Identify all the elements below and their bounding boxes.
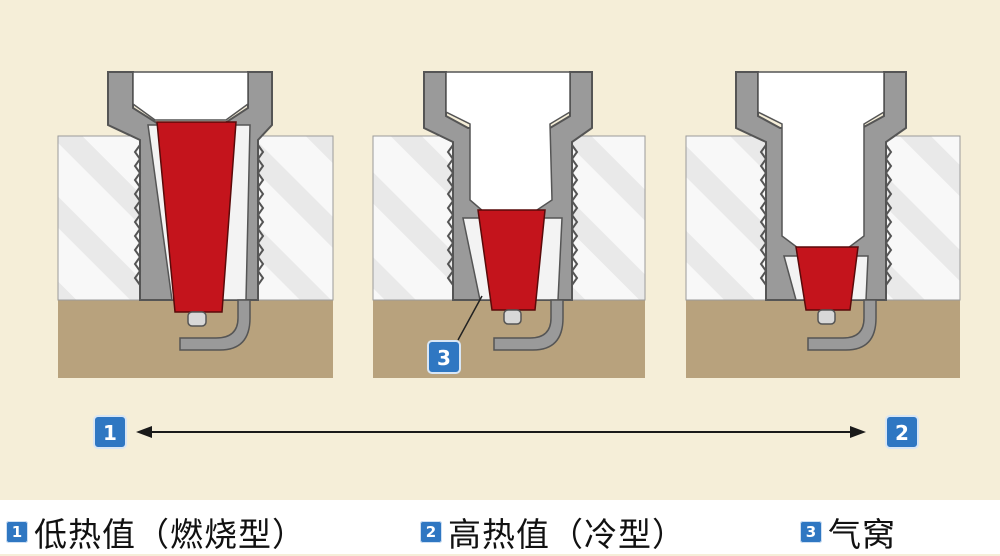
ground-electrode bbox=[493, 299, 564, 351]
thread-left bbox=[446, 144, 455, 286]
cavity-badge: 3 bbox=[427, 340, 461, 374]
thread-left bbox=[759, 144, 768, 286]
arrow-head-right bbox=[850, 426, 866, 438]
cylinder-head-right bbox=[251, 135, 334, 301]
spark-plug-cold bbox=[685, 71, 961, 378]
end-badge-label: 2 bbox=[895, 421, 909, 445]
cavity-badge-label: 3 bbox=[437, 346, 451, 370]
heat-range-arrow: 1 2 bbox=[93, 415, 919, 449]
ground-electrode bbox=[807, 299, 877, 351]
center-electrode bbox=[817, 309, 836, 325]
legend-item-low-heat: 1 低热值（燃烧型） bbox=[6, 508, 306, 556]
legend-text: 低热值（燃烧型） bbox=[34, 515, 306, 554]
cylinder-head-right bbox=[881, 135, 961, 301]
insulator-top bbox=[132, 71, 249, 121]
thread-right bbox=[884, 144, 893, 286]
arrow-head-left bbox=[136, 426, 152, 438]
legend-badge: 3 bbox=[800, 521, 822, 543]
center-electrode bbox=[503, 309, 522, 325]
spark-plug-heat-range-diagram: 3 1 2 bbox=[57, 71, 961, 449]
start-badge: 1 bbox=[93, 415, 127, 449]
spark-plug-medium: 3 bbox=[372, 71, 646, 378]
legend-item-gas-cavity: 3 气窝 bbox=[800, 508, 896, 556]
insulator-nose bbox=[477, 209, 546, 311]
cylinder-head-right bbox=[566, 135, 646, 301]
legend-item-high-heat: 2 高热值（冷型） bbox=[420, 508, 686, 556]
thread-left bbox=[133, 144, 142, 286]
legend-text: 高热值（冷型） bbox=[448, 515, 686, 554]
start-badge-label: 1 bbox=[103, 421, 117, 445]
legend-text: 气窝 bbox=[828, 515, 896, 554]
center-electrode bbox=[187, 311, 207, 327]
thread-right bbox=[570, 144, 579, 286]
legend-bar: 1 低热值（燃烧型） 2 高热值（冷型） 3 气窝 bbox=[0, 500, 1000, 554]
insulator-nose bbox=[156, 121, 237, 313]
end-badge: 2 bbox=[885, 415, 919, 449]
legend-badge: 2 bbox=[420, 521, 442, 543]
ground-electrode bbox=[179, 299, 251, 351]
thread-right bbox=[256, 144, 265, 286]
cavity-pointer-line bbox=[457, 295, 483, 341]
spark-plug-hot bbox=[57, 71, 334, 378]
cylinder-head-left bbox=[57, 135, 141, 301]
insulator-nose bbox=[795, 246, 859, 311]
cylinder-head-left bbox=[372, 135, 454, 301]
cylinder-head-left bbox=[685, 135, 767, 301]
legend-badge: 1 bbox=[6, 521, 28, 543]
